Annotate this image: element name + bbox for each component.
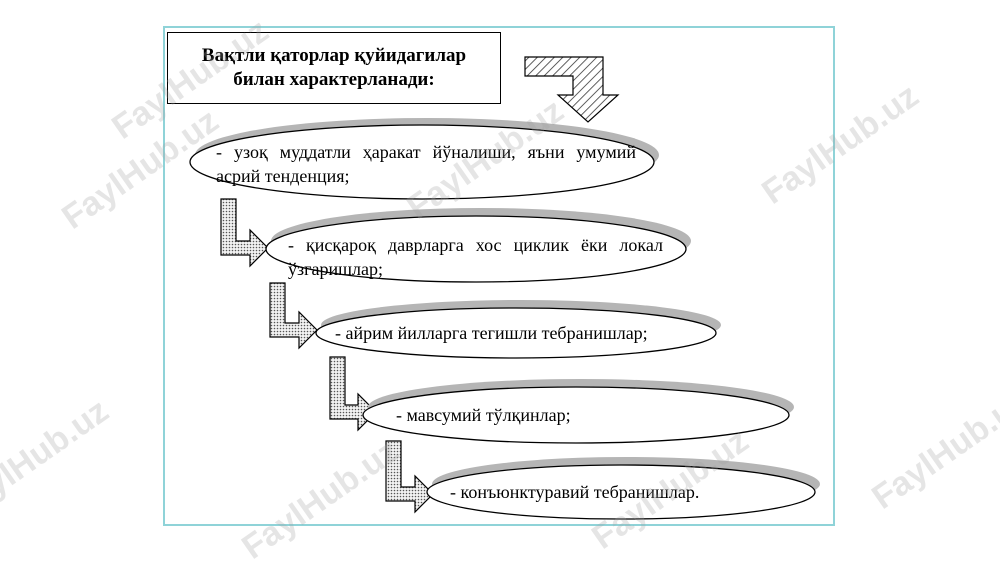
item-1-ellipse: [189, 124, 655, 200]
item-5-text: - конъюнктуравий тебранишлар.: [450, 482, 700, 502]
item-5-ellipse: [426, 464, 816, 520]
connector-arrow-2: [269, 282, 318, 350]
item-1-text: - узоқ муддатли ҳаракат йўналиши, яъни у…: [216, 142, 636, 186]
connector-arrow-1: [220, 198, 269, 268]
title-arrow: [524, 56, 620, 123]
title-box: Вақтли қаторлар қуйидагилар билан характ…: [167, 32, 501, 104]
item-3-ellipse: [315, 307, 717, 359]
diagram-title: Вақтли қаторлар қуйидагилар билан характ…: [201, 45, 467, 90]
diagram-frame: [163, 26, 835, 526]
item-2-ellipse: [265, 215, 687, 283]
item-4-ellipse: [362, 386, 790, 444]
item-3-text: - айрим йилларга тегишли тебранишлар;: [335, 323, 648, 343]
item-4-text: - мавсумий тўлқинлар;: [396, 405, 571, 425]
item-2-text: - қисқароқ даврларга хос циклик ёки лока…: [288, 235, 663, 279]
connector-arrow-4: [385, 440, 434, 514]
